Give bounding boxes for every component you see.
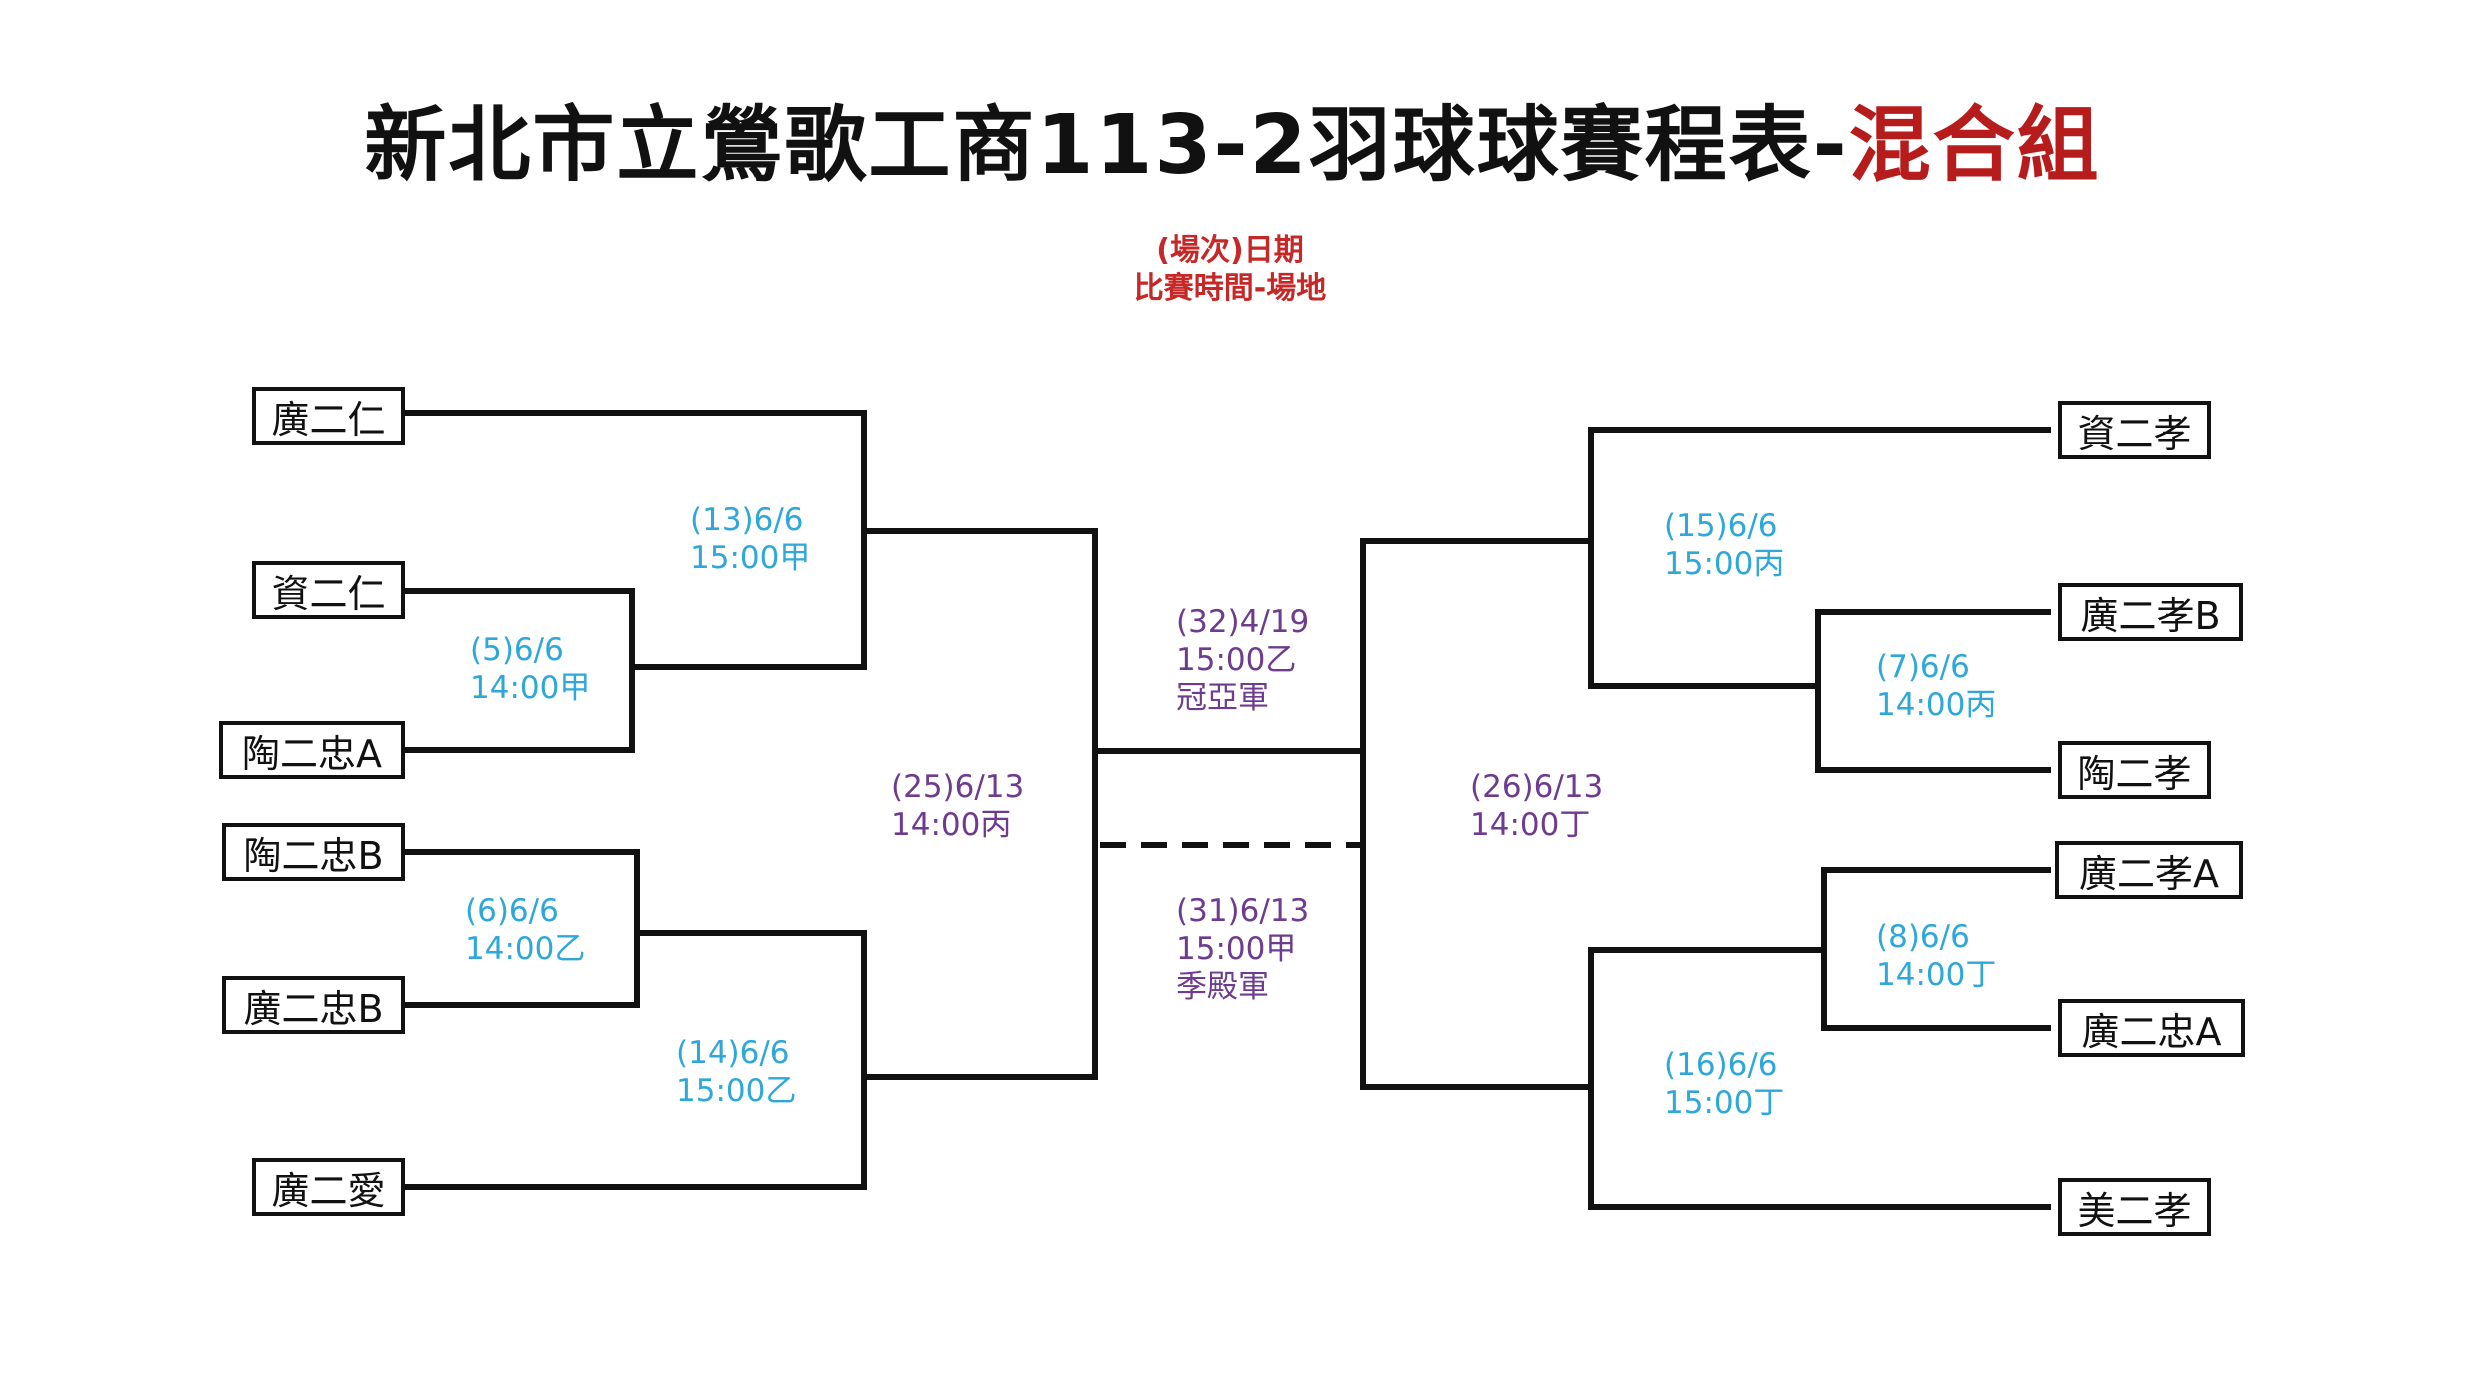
match-31-label: 季殿軍 bbox=[1176, 969, 1269, 1005]
match-16: (16)6/6 15:00丁 bbox=[1664, 1046, 1784, 1122]
bracket-line-m25 bbox=[861, 528, 1098, 1080]
match-14: (14)6/6 15:00乙 bbox=[676, 1034, 796, 1110]
team-left-1: 廣二仁 bbox=[252, 387, 405, 445]
bracket-line-m6 bbox=[402, 849, 640, 1008]
legend: (場次)日期 比賽時間-場地 bbox=[1120, 232, 1340, 308]
match-5-date: (5)6/6 bbox=[470, 632, 564, 668]
match-15-date: (15)6/6 bbox=[1664, 508, 1778, 544]
match-14-date: (14)6/6 bbox=[676, 1035, 790, 1071]
match-32-final: (32)4/19 15:00乙 冠亞軍 bbox=[1176, 603, 1309, 717]
bracket-line-m15 bbox=[1588, 427, 2051, 689]
match-31-time: 15:00甲 bbox=[1176, 931, 1297, 967]
bracket-line-m14 bbox=[405, 930, 867, 1190]
legend-line-2: 比賽時間-場地 bbox=[1133, 271, 1327, 306]
match-15: (15)6/6 15:00丙 bbox=[1664, 507, 1784, 583]
match-32-label: 冠亞軍 bbox=[1176, 680, 1269, 716]
match-25-date: (25)6/13 bbox=[891, 769, 1025, 805]
team-left-4: 陶二忠B bbox=[222, 823, 405, 881]
team-right-1: 資二孝 bbox=[2058, 401, 2211, 459]
match-16-time: 15:00丁 bbox=[1664, 1085, 1785, 1121]
bracket-line-m16 bbox=[1588, 947, 2051, 1210]
bracket-line-m7 bbox=[1815, 609, 2051, 773]
page-title: 新北市立鶯歌工商113-2羽球球賽程表-混合組 bbox=[0, 78, 2465, 197]
bracket-line-m5 bbox=[402, 588, 635, 753]
match-7-time: 14:00丙 bbox=[1876, 687, 1997, 723]
match-32-time: 15:00乙 bbox=[1176, 642, 1297, 678]
team-right-6: 美二孝 bbox=[2058, 1178, 2211, 1236]
team-right-2: 廣二孝B bbox=[2058, 583, 2243, 641]
match-26-date: (26)6/13 bbox=[1470, 769, 1604, 805]
team-left-3: 陶二忠A bbox=[219, 721, 405, 779]
match-6-time: 14:00乙 bbox=[465, 931, 586, 967]
team-right-5: 廣二忠A bbox=[2058, 999, 2245, 1057]
match-8-date: (8)6/6 bbox=[1876, 919, 1970, 955]
team-right-4: 廣二孝A bbox=[2055, 841, 2243, 899]
bracket-line-m26 bbox=[1360, 538, 1594, 1090]
match-7: (7)6/6 14:00丙 bbox=[1876, 648, 1996, 724]
match-6: (6)6/6 14:00乙 bbox=[465, 892, 585, 968]
match-8-time: 14:00丁 bbox=[1876, 957, 1997, 993]
match-8: (8)6/6 14:00丁 bbox=[1876, 918, 1996, 994]
match-26: (26)6/13 14:00丁 bbox=[1470, 768, 1603, 844]
match-25: (25)6/13 14:00丙 bbox=[891, 768, 1024, 844]
match-13-date: (13)6/6 bbox=[690, 502, 804, 538]
team-left-6: 廣二愛 bbox=[252, 1158, 405, 1216]
match-25-time: 14:00丙 bbox=[891, 807, 1012, 843]
title-main: 新北市立鶯歌工商113-2羽球球賽程表- bbox=[364, 98, 1849, 193]
title-accent: 混合組 bbox=[1848, 98, 2101, 193]
match-14-time: 15:00乙 bbox=[676, 1073, 797, 1109]
match-16-date: (16)6/6 bbox=[1664, 1047, 1778, 1083]
team-left-2: 資二仁 bbox=[252, 561, 405, 619]
match-7-date: (7)6/6 bbox=[1876, 649, 1970, 685]
match-26-time: 14:00丁 bbox=[1470, 807, 1591, 843]
match-5: (5)6/6 14:00甲 bbox=[470, 631, 590, 707]
match-13-time: 15:00甲 bbox=[690, 540, 811, 576]
match-32-date: (32)4/19 bbox=[1176, 604, 1310, 640]
match-13: (13)6/6 15:00甲 bbox=[690, 501, 810, 577]
match-31-third-place: (31)6/13 15:00甲 季殿軍 bbox=[1176, 892, 1309, 1006]
team-left-5: 廣二忠B bbox=[222, 976, 405, 1034]
match-5-time: 14:00甲 bbox=[470, 670, 591, 706]
team-right-3: 陶二孝 bbox=[2058, 741, 2211, 799]
legend-line-1: (場次)日期 bbox=[1156, 233, 1304, 268]
match-15-time: 15:00丙 bbox=[1664, 546, 1785, 582]
match-6-date: (6)6/6 bbox=[465, 893, 559, 929]
match-31-date: (31)6/13 bbox=[1176, 893, 1310, 929]
bracket-line-m13 bbox=[405, 410, 867, 670]
